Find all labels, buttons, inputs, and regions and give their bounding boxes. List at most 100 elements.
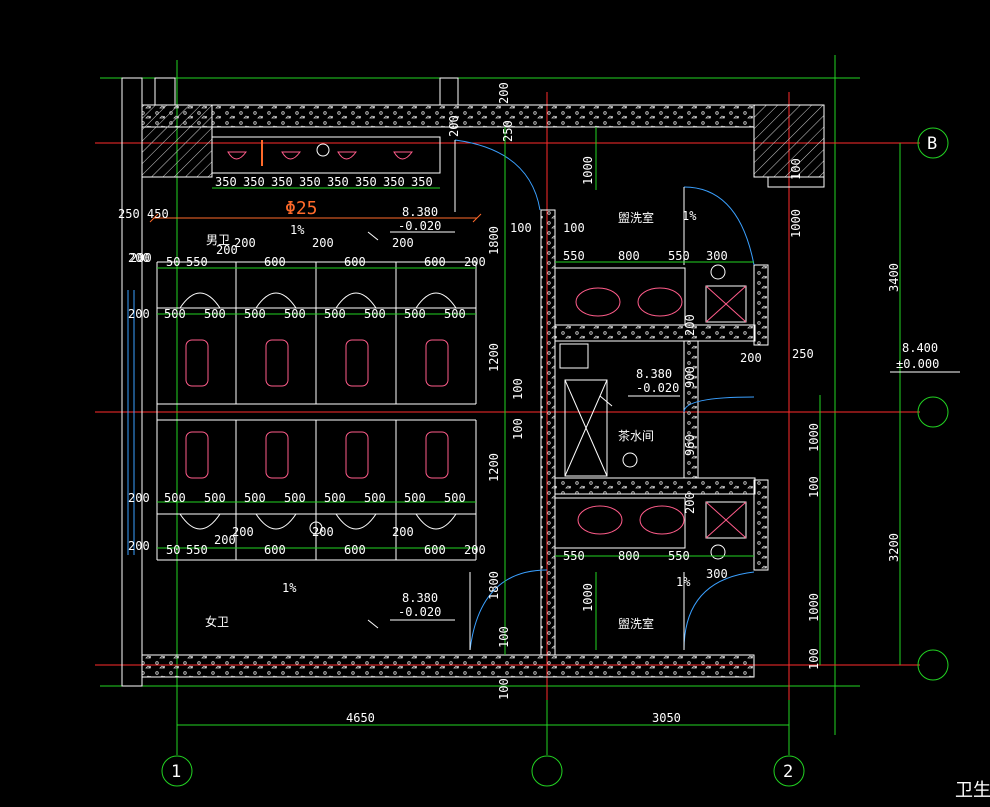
dim-100-bot-v: 100 <box>497 678 511 700</box>
dim-100-wash-top: 100 <box>510 221 532 235</box>
door-swings <box>454 139 755 651</box>
dim-200-row2: 200 <box>128 491 150 505</box>
dim-3050: 3050 <box>652 711 681 725</box>
dim-100-mid-a: 100 <box>511 378 525 400</box>
dim-600-b2: 600 <box>344 543 366 557</box>
dim-100-right-bot: 100 <box>807 648 821 670</box>
tea-room-fixtures <box>559 343 638 477</box>
column-top-left <box>141 104 213 178</box>
dim-550-wt2: 550 <box>668 249 690 263</box>
level-markers <box>367 231 960 629</box>
dim-50-top: 50 <box>166 255 180 269</box>
dim-250-top-v: 250 <box>501 120 515 142</box>
level-tea: 8.380 <box>636 367 672 381</box>
urinal-row <box>211 136 441 174</box>
dim-1000-right-top: 1000 <box>789 209 803 238</box>
wall-right-lower <box>753 479 769 571</box>
dim-200-wt-v: 200 <box>683 314 697 336</box>
dim-500-r1a: 500 <box>164 307 186 321</box>
wall-left-window <box>121 77 143 687</box>
dim-500-r1f: 500 <box>364 307 386 321</box>
grid-bubble-bottom-row <box>917 649 949 681</box>
dim-960-tea: 960 <box>683 434 697 456</box>
wall-wash-top-bottom <box>554 324 756 342</box>
grid-bubbles <box>161 127 949 787</box>
dim-urinal-4: 350 <box>299 175 321 189</box>
dim-200-tea-v: 200 <box>683 492 697 514</box>
dim-200-e: 200 <box>128 251 150 265</box>
wall-parapet-right <box>439 77 459 106</box>
dim-200-b3: 200 <box>392 525 414 539</box>
dim-500-r1d: 500 <box>284 307 306 321</box>
dim-200-wt-h: 200 <box>740 351 762 365</box>
grid-bubble-mid <box>531 755 563 787</box>
level-womens: 8.380 <box>402 591 438 605</box>
dim-200-top-v: 200 <box>497 82 511 104</box>
dim-1000-right-bot: 1000 <box>807 593 821 622</box>
dim-200-b1: 200 <box>232 525 254 539</box>
stalls-mens <box>156 261 477 561</box>
dim-urinal-2: 350 <box>243 175 265 189</box>
room-wash-top: 盥洗室 <box>618 210 654 225</box>
dim-500-r2a: 500 <box>164 491 186 505</box>
dim-200-a: 200 <box>216 243 238 257</box>
dim-1800-top: 1800 <box>487 226 501 255</box>
offset-mens: -0.020 <box>398 219 441 233</box>
dim-550-bot: 550 <box>186 543 208 557</box>
drain-size-label: Φ25 <box>285 198 318 219</box>
room-wash-bot: 盥洗室 <box>618 616 654 631</box>
dim-100-bot-v2: 100 <box>497 626 511 648</box>
dim-200-top-v2: 200 <box>447 115 461 137</box>
floor-drain-icon <box>622 452 638 468</box>
dim-urinal-1: 350 <box>215 175 237 189</box>
dim-250: 250 <box>118 207 140 221</box>
slope-womens: 1% <box>282 581 297 595</box>
floor-drain-icon <box>316 143 330 157</box>
dim-urinal-8: 350 <box>411 175 433 189</box>
dim-3400: 3400 <box>887 263 901 292</box>
corner-label: 卫生 <box>955 780 990 801</box>
stall-door-arcs <box>179 292 457 535</box>
dim-100-right-mid: 100 <box>807 476 821 498</box>
dim-500-r2e: 500 <box>324 491 346 505</box>
dim-900-tea: 900 <box>683 366 697 388</box>
dim-1000-wash-bot: 1000 <box>581 583 595 612</box>
dim-550-top: 550 <box>186 255 208 269</box>
offset-tea: -0.020 <box>636 381 679 395</box>
dim-100-mid-b: 100 <box>511 418 525 440</box>
dim-500-r2h: 500 <box>444 491 466 505</box>
grid-bubble-2 <box>773 755 805 787</box>
room-womens: 女卫 <box>205 614 229 629</box>
grid-bubble-mid-row <box>917 396 949 428</box>
dim-200-b: 200 <box>234 236 256 250</box>
dim-100-wash-top2: 100 <box>563 221 585 235</box>
dim-200-row1: 200 <box>128 307 150 321</box>
grid-label-1: 1 <box>171 762 181 782</box>
dim-3200: 3200 <box>887 533 901 562</box>
level-mens: 8.380 <box>402 205 438 219</box>
dim-600-t2: 600 <box>344 255 366 269</box>
dim-1800-bot: 1800 <box>487 571 501 600</box>
dim-250-wt-h: 250 <box>792 347 814 361</box>
grid-label-b: B <box>927 134 937 154</box>
grid-label-2: 2 <box>783 762 793 782</box>
floor-drain-icon <box>309 521 323 535</box>
dimension-ticks <box>149 213 482 223</box>
slope-mens: 1% <box>290 223 305 237</box>
dim-200-d: 200 <box>392 236 414 250</box>
dim-200-b6: 200 <box>464 543 486 557</box>
dim-200-b4: 200 <box>214 533 236 547</box>
offset-womens: -0.020 <box>398 605 441 619</box>
dim-550-wt1: 550 <box>563 249 585 263</box>
dim-300-wb: 300 <box>706 567 728 581</box>
dim-450: 450 <box>147 207 169 221</box>
dim-urinal-7: 350 <box>383 175 405 189</box>
dim-600-b3: 600 <box>424 543 446 557</box>
column-top-right <box>753 104 825 178</box>
dim-500-r2b: 500 <box>204 491 226 505</box>
dim-1000-wash-top: 1000 <box>581 156 595 185</box>
dim-550-wb2: 550 <box>668 549 690 563</box>
dim-urinal-3: 350 <box>271 175 293 189</box>
dim-800-wb: 800 <box>618 549 640 563</box>
wall-tea-right <box>683 340 699 479</box>
